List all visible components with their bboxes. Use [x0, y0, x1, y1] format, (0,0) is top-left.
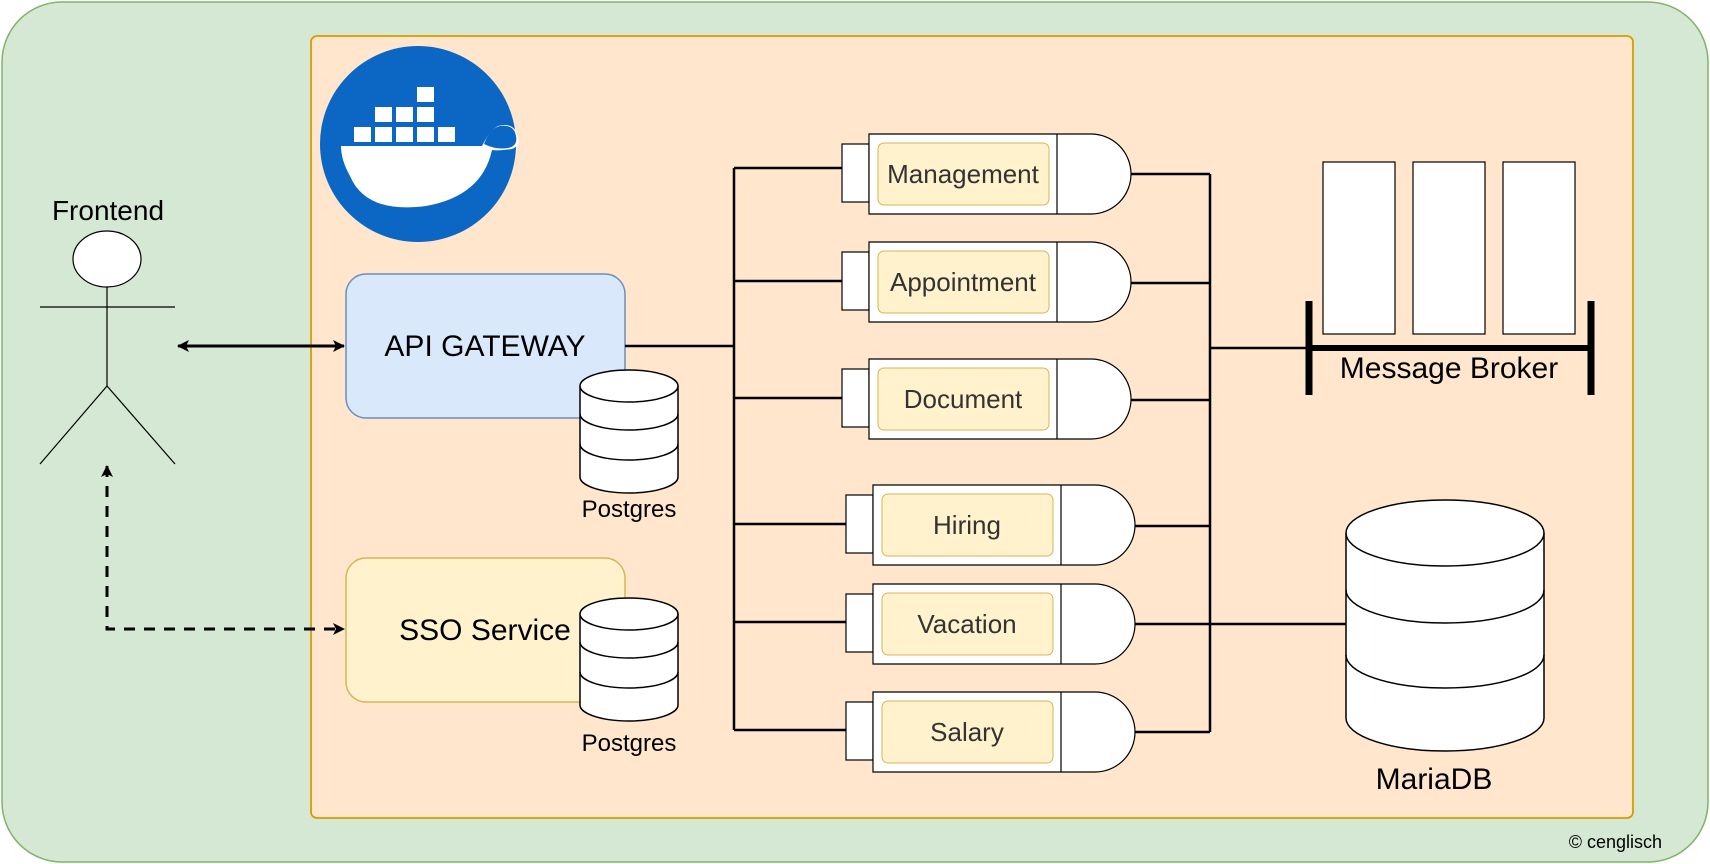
copyright-text: © cenglisch — [1569, 832, 1662, 852]
service-salary: Salary — [845, 691, 1136, 773]
services: ManagementAppointmentDocumentHiringVacat… — [841, 133, 1136, 773]
message-broker — [1305, 161, 1595, 395]
docker-whale-icon — [320, 46, 519, 242]
service-connector-tab — [845, 593, 874, 653]
actor-head — [72, 230, 142, 288]
gateway-postgres-label: Postgres — [582, 496, 677, 523]
sso-service-label: SSO Service — [399, 614, 571, 647]
service-label: Salary — [930, 717, 1004, 747]
service-hiring: Hiring — [845, 484, 1136, 566]
service-label: Vacation — [917, 609, 1016, 639]
service-label: Management — [887, 159, 1040, 189]
mariadb-label: MariaDB — [1376, 763, 1493, 796]
service-label-box — [877, 250, 1050, 314]
service-appointment: Appointment — [841, 241, 1132, 323]
service-connector-tab — [841, 368, 870, 428]
service-label-box — [877, 367, 1050, 431]
service-connector-tab — [841, 143, 870, 203]
service-connector-tab — [841, 251, 870, 311]
sso-postgres-db — [579, 597, 679, 722]
broker-queue-3 — [1502, 161, 1576, 335]
mariadb-db — [1345, 499, 1545, 752]
gateway-postgres-db — [579, 369, 679, 494]
service-label-box — [881, 700, 1054, 764]
service-label-box — [881, 592, 1054, 656]
frontend-label: Frontend — [52, 195, 164, 226]
service-management: Management — [841, 133, 1132, 215]
service-vacation: Vacation — [845, 583, 1136, 665]
service-label: Appointment — [890, 267, 1037, 297]
service-label: Document — [904, 384, 1023, 414]
service-document: Document — [841, 358, 1132, 440]
sso-postgres-label: Postgres — [582, 730, 677, 757]
api-gateway-label: API GATEWAY — [384, 330, 585, 363]
gateway-service-connectors — [625, 166, 846, 732]
service-connector-tab — [845, 494, 874, 554]
frontend-sso-arrow — [101, 465, 345, 635]
service-backend-connectors — [1111, 172, 1346, 734]
broker-queue-2 — [1412, 161, 1486, 335]
service-connector-tab — [845, 701, 874, 761]
frontend-actor — [39, 230, 176, 465]
broker-queue-1 — [1322, 161, 1396, 335]
message-broker-label: Message Broker — [1340, 352, 1558, 385]
service-label: Hiring — [933, 510, 1001, 540]
service-label-box — [881, 493, 1054, 557]
service-label-box — [877, 142, 1050, 206]
